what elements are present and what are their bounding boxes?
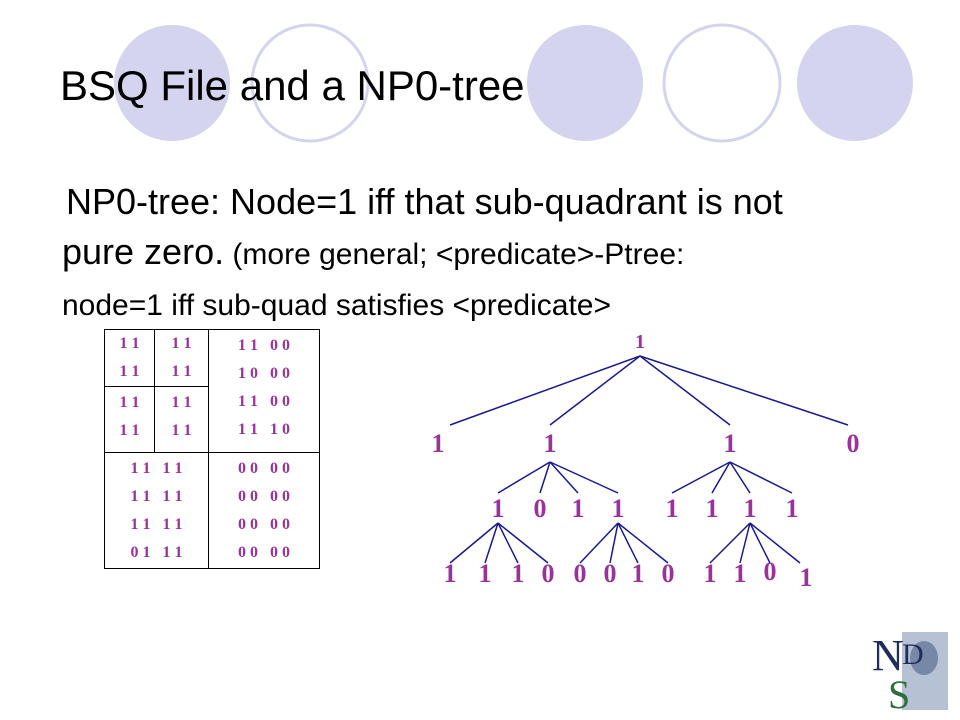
edge xyxy=(449,355,641,426)
tree-node-l3: 1 xyxy=(444,559,457,588)
edge xyxy=(497,522,519,564)
edge xyxy=(579,522,619,564)
tree-level-1: 1 1 1 0 xyxy=(432,429,860,458)
edge xyxy=(729,461,793,494)
tree-node-l3: 1 xyxy=(800,563,813,592)
tree-level-2: 1 0 1 1 1 1 1 1 xyxy=(492,494,799,523)
edge xyxy=(497,461,551,494)
edge xyxy=(709,522,751,564)
grid-row: 1 1 xyxy=(119,335,140,352)
grid-row: 1 0 0 0 xyxy=(238,365,290,382)
quad-top-left-2: 1 1 1 1 xyxy=(154,329,209,387)
edge xyxy=(497,522,549,564)
edge xyxy=(739,522,751,564)
tree-node-l1: 0 xyxy=(847,429,860,458)
body-line-2-aside: (more general; <predicate>-Ptree: xyxy=(224,238,685,271)
body-line-2-main: pure zero. xyxy=(62,231,225,272)
edge xyxy=(449,522,499,564)
grid-row: 1 1 xyxy=(171,394,192,411)
quad-bottom-right: 0 0 0 0 0 0 0 0 0 0 0 0 0 0 0 0 xyxy=(208,452,320,569)
tree-node-l3: 1 xyxy=(632,559,645,588)
quad-top-left-3: 1 1 1 1 xyxy=(104,386,155,453)
edge xyxy=(617,522,639,564)
tree-node-l3: 1 xyxy=(479,559,492,588)
edge xyxy=(639,355,849,426)
grid-row: 1 1 1 1 xyxy=(130,516,183,533)
tree-edges xyxy=(449,355,849,564)
tree-node-l2: 0 xyxy=(534,494,547,523)
edge xyxy=(549,461,619,494)
edge xyxy=(617,522,669,564)
tree-node-l3: 0 xyxy=(574,559,587,588)
grid-row: 1 1 1 0 xyxy=(238,421,290,438)
circle-outline-1 xyxy=(250,23,370,143)
tree-root: 1 xyxy=(635,331,645,353)
tree-node-l3: 1 xyxy=(734,559,747,588)
edge xyxy=(549,355,641,426)
body-line-1: NP0-tree: Node=1 iff that sub-quadrant i… xyxy=(66,181,783,222)
tree-node-l3: 1 xyxy=(704,559,717,588)
ndsu-logo: N D S xyxy=(872,631,948,712)
tree-node-l2: 1 xyxy=(706,494,719,523)
quad-top-left-1: 1 1 1 1 xyxy=(104,329,155,387)
tree-node-l3: 1 xyxy=(512,559,525,588)
logo-letter-n: N xyxy=(872,631,904,680)
body-line-2: pure zero. (more general; <predicate>-Pt… xyxy=(62,226,942,286)
grid-row: 1 1 xyxy=(171,363,192,380)
tree-node-l3: 0 xyxy=(542,559,555,588)
tree-node-l2: 1 xyxy=(744,494,757,523)
grid-row: 0 0 0 0 xyxy=(238,516,290,533)
grid-row: 1 1 xyxy=(171,422,192,439)
edge xyxy=(729,461,751,494)
tree-node-l2: 1 xyxy=(492,494,505,523)
grid-row: 0 0 0 0 xyxy=(238,460,290,477)
edge xyxy=(749,522,771,564)
tree-node-l1: 1 xyxy=(432,429,445,458)
logo-face xyxy=(910,641,938,675)
circle-filled-1 xyxy=(114,25,230,141)
circle-outline-2 xyxy=(662,23,782,143)
tree-node-l2: 1 xyxy=(786,494,799,523)
tree-node-l1: 1 xyxy=(544,429,557,458)
grid-row: 1 1 xyxy=(119,394,140,411)
grid-row: 0 1 1 1 xyxy=(130,544,183,561)
tree-node-l2: 1 xyxy=(572,494,585,523)
quad-top-left-4: 1 1 1 1 xyxy=(154,386,209,453)
edge xyxy=(711,461,731,494)
grid-row: 1 1 1 1 xyxy=(130,460,183,477)
tree-node-l3: 0 xyxy=(662,559,675,588)
quad-bottom-left: 1 1 1 1 1 1 1 1 1 1 1 1 0 1 1 1 xyxy=(104,452,209,569)
grid-row: 1 1 xyxy=(171,335,192,352)
slide-body: NP0-tree: Node=1 iff that sub-quadrant i… xyxy=(62,178,942,326)
slide-title: BSQ File and a NP0-tree xyxy=(60,62,525,109)
quad-top-right: 1 1 0 0 1 0 0 0 1 1 0 0 1 1 1 0 xyxy=(208,329,320,453)
tree-node-l2: 1 xyxy=(666,494,679,523)
circle-filled-3 xyxy=(797,25,913,141)
tree-node-l1: 1 xyxy=(724,429,737,458)
logo-letter-d: D xyxy=(902,638,924,671)
grid-row: 0 0 0 0 xyxy=(238,544,290,561)
bsq-bit-grid: 1 1 1 1 1 1 1 1 1 1 1 1 1 1 1 1 1 1 0 0 … xyxy=(104,329,320,569)
edge xyxy=(609,522,619,564)
grid-row: 0 0 0 0 xyxy=(238,488,290,505)
edge xyxy=(671,461,731,494)
grid-row: 1 1 xyxy=(119,363,140,380)
edge xyxy=(639,355,731,426)
grid-row: 1 1 1 1 xyxy=(130,488,183,505)
circle-filled-2 xyxy=(527,25,643,141)
edge xyxy=(749,522,801,564)
tree-level-3: 1 1 1 0 0 0 1 0 1 1 0 1 xyxy=(444,557,813,592)
grid-row: 1 1 0 0 xyxy=(238,393,290,410)
edge xyxy=(549,461,579,494)
tree-node-l3: 0 xyxy=(604,559,617,588)
tree-node-l2: 1 xyxy=(612,494,625,523)
tree-node-l3: 0 xyxy=(764,557,777,586)
edge xyxy=(539,461,551,494)
logo-letter-s: S xyxy=(888,672,910,712)
decorative-circles xyxy=(114,23,913,143)
body-line-3: node=1 iff sub-quad satisfies <predicate… xyxy=(62,289,611,322)
grid-row: 1 1 0 0 xyxy=(238,337,290,354)
grid-row: 1 1 xyxy=(119,422,140,439)
edge xyxy=(484,522,499,564)
